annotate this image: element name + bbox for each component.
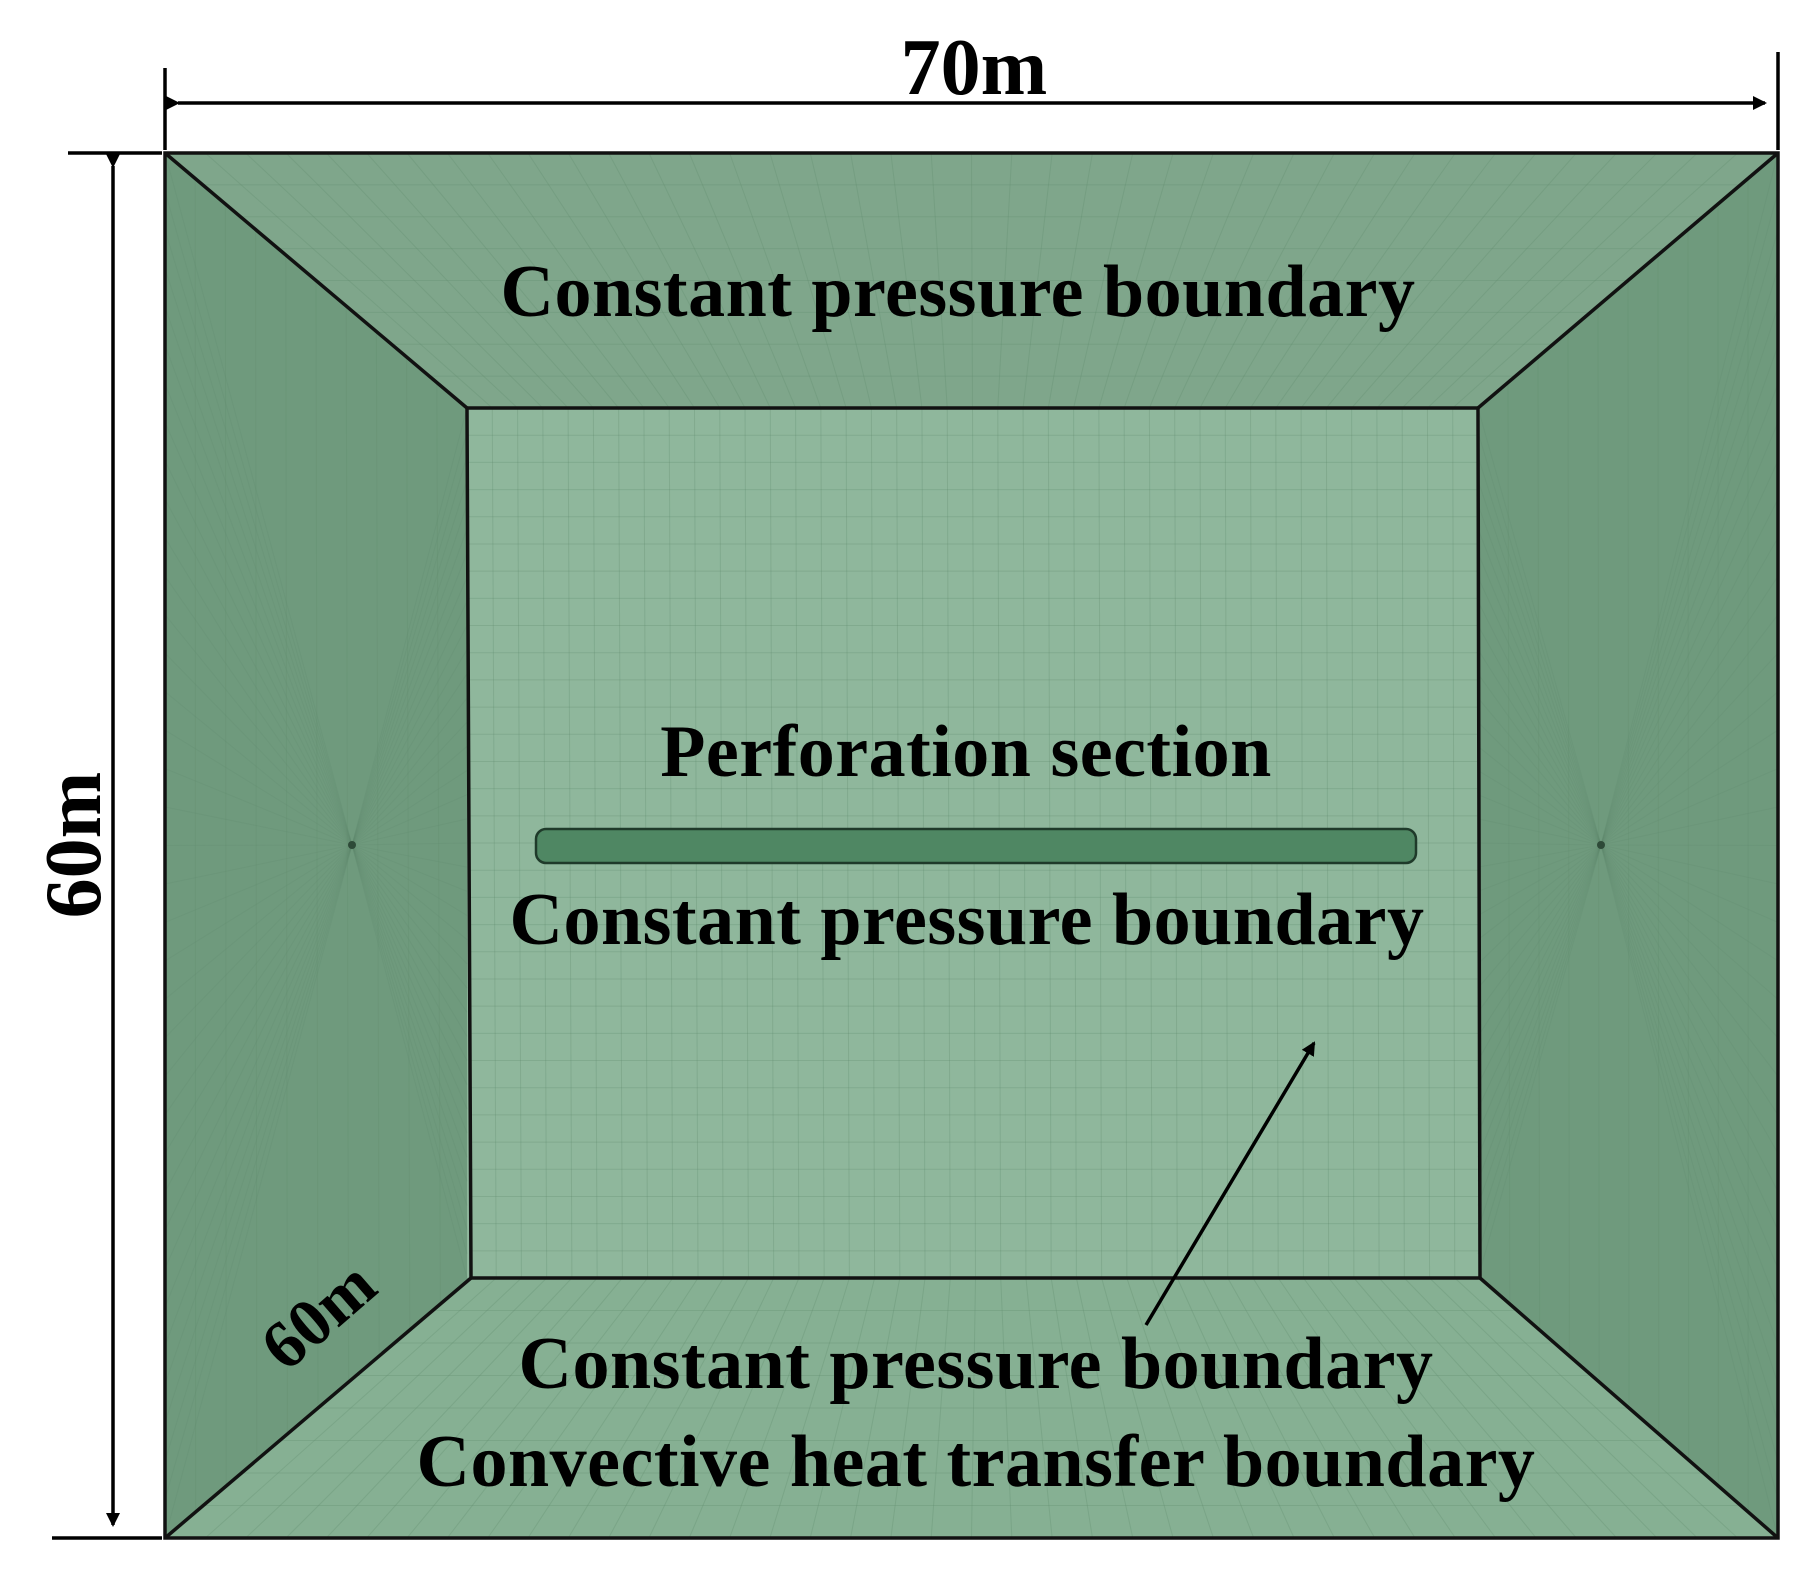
- mesh-line: [1601, 845, 1778, 846]
- width-label: 70m: [901, 28, 1048, 108]
- mesh-line: [1688, 230, 1689, 1461]
- top-boundary-label: Constant pressure boundary: [501, 255, 1416, 329]
- left-mesh-focus: [348, 841, 356, 849]
- mesh-line: [165, 845, 352, 846]
- perforation-label: Perforation section: [660, 715, 1272, 789]
- bottom-boundary-label-2: Convective heat transfer boundary: [417, 1425, 1536, 1499]
- height-label: 60m: [34, 772, 114, 919]
- right-mesh-focus: [1597, 841, 1605, 849]
- bottom-boundary-label-1: Constant pressure boundary: [519, 1327, 1434, 1401]
- perforation-well: [536, 829, 1416, 863]
- inner-boundary-label: Constant pressure boundary: [510, 883, 1425, 957]
